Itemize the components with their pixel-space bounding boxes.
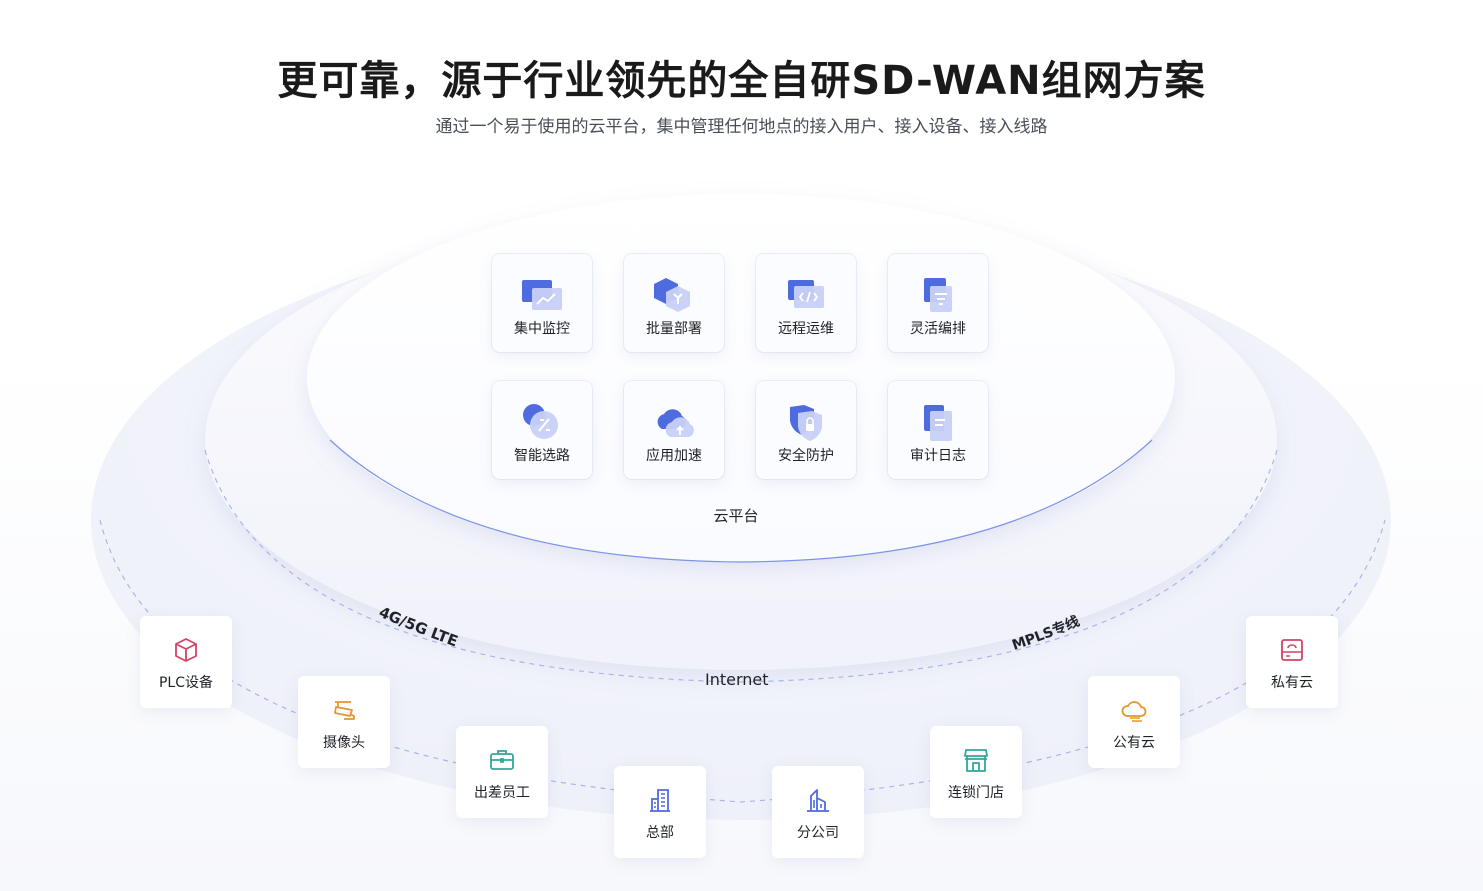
endpoint-traveling-staff[interactable]: 出差员工 [456, 726, 548, 818]
page-subtitle: 通过一个易于使用的云平台，集中管理任何地点的接入用户、接入设备、接入线路 [435, 117, 1048, 137]
feature-label: 智能选路 [514, 448, 570, 464]
endpoint-label: 公有云 [1113, 735, 1155, 751]
link-orbit [204, 449, 1278, 683]
camera-icon [334, 701, 355, 720]
endpoint-branch-office[interactable]: 分公司 [772, 766, 864, 858]
feature-card-monitoring[interactable]: 集中监控 [492, 254, 592, 352]
feature-card-audit-log[interactable]: 审计日志 [888, 381, 988, 479]
page-title: 更可靠，源于行业领先的全自研SD-WAN组网方案 [277, 58, 1206, 104]
endpoint-orbit [99, 519, 1386, 803]
feature-card-remote-ops[interactable]: 远程运维 [756, 254, 856, 352]
cloud-upload-icon [657, 409, 694, 437]
feature-label: 远程运维 [778, 321, 834, 337]
feature-card-app-acceleration[interactable]: 应用加速 [624, 381, 724, 479]
monitor-chart-icon [522, 280, 562, 310]
feature-label: 安全防护 [778, 448, 834, 464]
cube-deploy-icon [654, 278, 690, 312]
endpoint-public-cloud[interactable]: 公有云 [1088, 676, 1180, 768]
endpoint-camera[interactable]: 摄像头 [298, 676, 390, 768]
feature-card-batch-deploy[interactable]: 批量部署 [624, 254, 724, 352]
office-icon [807, 789, 829, 812]
endpoint-headquarters[interactable]: 总部 [614, 766, 706, 858]
internet-label: Internet [705, 670, 769, 689]
server-icon [1281, 639, 1303, 661]
endpoint-label: PLC设备 [158, 675, 214, 691]
feature-label: 集中监控 [514, 321, 570, 337]
cloud-icon [1121, 701, 1147, 722]
cloud-platform-rim [329, 439, 1153, 563]
endpoint-label: 分公司 [797, 825, 839, 841]
endpoint-label: 总部 [646, 825, 674, 841]
cloud-platform-label: 云平台 [713, 507, 759, 525]
feature-card-smart-route[interactable]: 智能选路 [492, 381, 592, 479]
flexible-layout-icon [924, 278, 952, 312]
endpoint-label: 出差员工 [474, 785, 530, 801]
feature-card-security[interactable]: 安全防护 [756, 381, 856, 479]
feature-card-orchestration[interactable]: 灵活编排 [888, 254, 988, 352]
feature-label: 灵活编排 [910, 321, 966, 337]
feature-label: 审计日志 [910, 448, 966, 464]
cube-icon [175, 638, 197, 662]
building-icon [650, 789, 670, 812]
endpoint-label: 摄像头 [323, 735, 365, 751]
endpoint-label: 连锁门店 [948, 785, 1004, 801]
feature-label: 应用加速 [646, 448, 702, 464]
endpoint-private-cloud[interactable]: 私有云 [1246, 616, 1338, 708]
endpoint-chain-store[interactable]: 连锁门店 [930, 726, 1022, 818]
feature-label: 批量部署 [646, 321, 702, 337]
remote-code-icon [788, 280, 824, 308]
store-icon [964, 749, 988, 772]
endpoint-label: 私有云 [1271, 675, 1313, 691]
document-log-icon [924, 405, 952, 441]
endpoint-plc[interactable]: PLC设备 [140, 616, 232, 708]
smart-route-icon [523, 404, 558, 439]
briefcase-icon [490, 750, 514, 770]
shield-lock-icon [790, 405, 822, 441]
